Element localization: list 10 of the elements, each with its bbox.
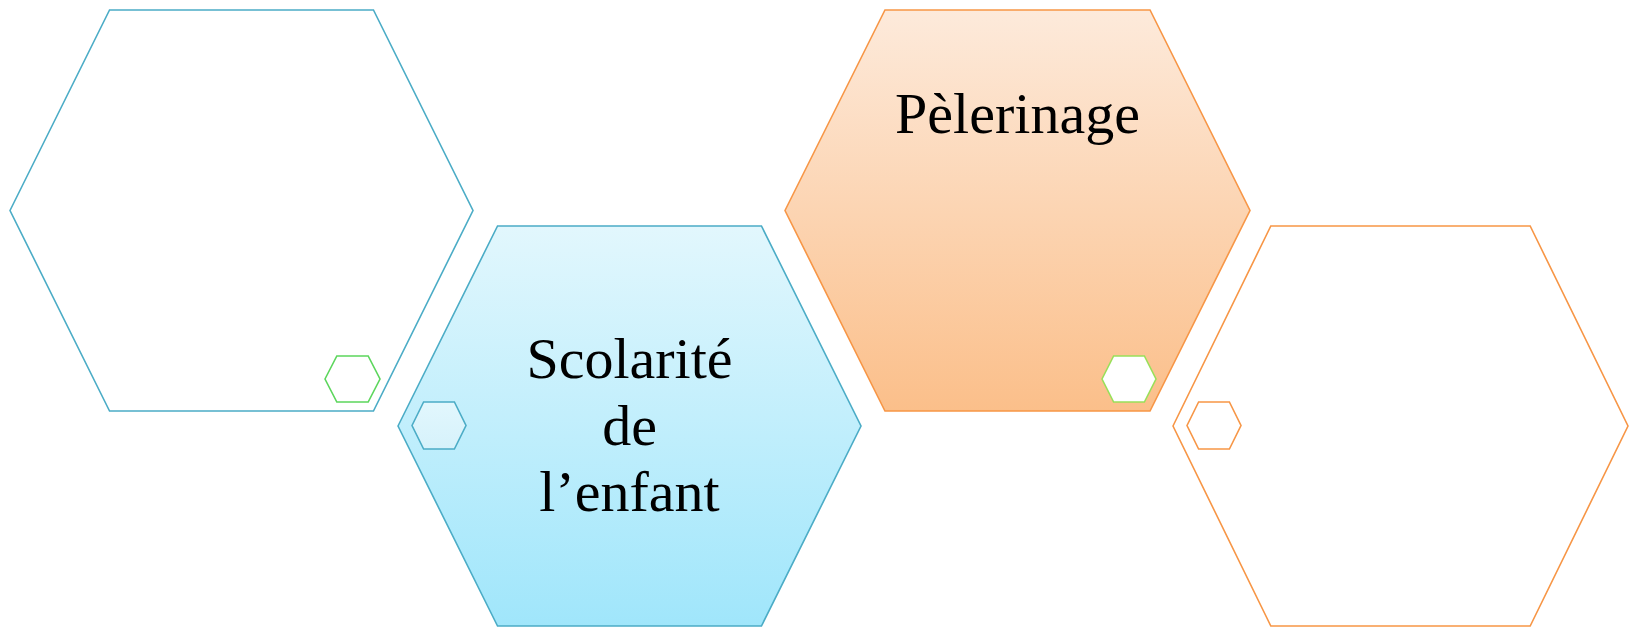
- hexagon-shape: [412, 402, 466, 449]
- hexagon-shape: [785, 10, 1250, 411]
- hexagon-shape: [10, 10, 473, 411]
- hexagon-shape: [325, 356, 380, 402]
- hexagon-shape: [398, 226, 861, 626]
- hexagon-shape: [1102, 356, 1156, 402]
- hexagon-shape: [1187, 402, 1241, 449]
- hexagon-label: Scolarité de l’enfant: [525, 325, 734, 527]
- hexagon-label: Pèlerinage: [894, 80, 1141, 148]
- hexagon-shape: [1173, 226, 1628, 626]
